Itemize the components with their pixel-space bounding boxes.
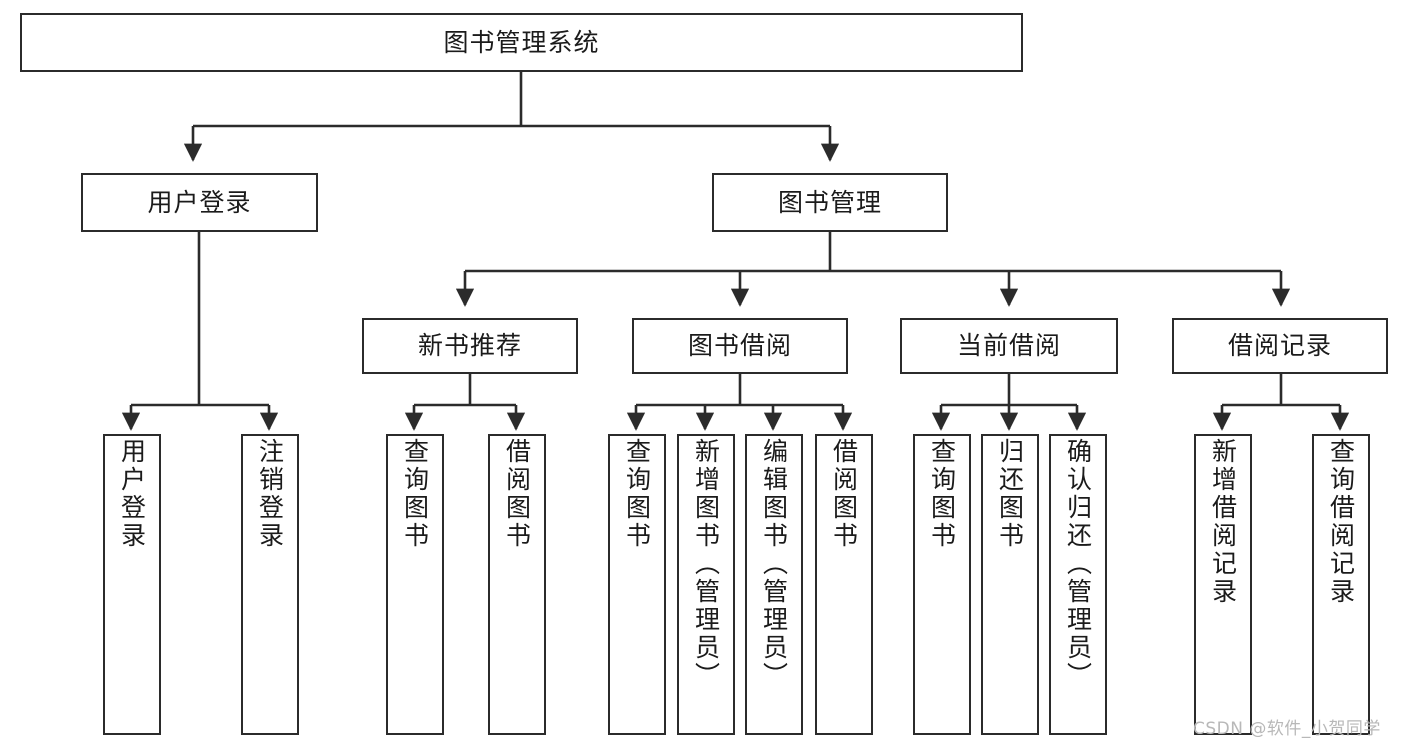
leaf-edit-book[interactable]: 编辑图书（管理员）: [745, 434, 803, 735]
node-current-borrow-label: 当前借阅: [956, 331, 1061, 360]
leaf-logout-login[interactable]: 注销登录: [241, 434, 299, 735]
node-new-book-recommend[interactable]: 新书推荐: [362, 318, 578, 374]
csdn-watermark: CSDN @软件_小贺同学: [1193, 719, 1381, 739]
leaf-query-book-2-label: 查询图书: [622, 438, 652, 550]
leaf-logout-login-label: 注销登录: [255, 438, 285, 550]
leaf-return-book-label: 归还图书: [995, 438, 1025, 550]
leaf-return-book[interactable]: 归还图书: [981, 434, 1039, 735]
leaf-query-book-3[interactable]: 查询图书: [913, 434, 971, 735]
node-borrow-record[interactable]: 借阅记录: [1172, 318, 1388, 374]
node-book-borrow[interactable]: 图书借阅: [632, 318, 848, 374]
leaf-edit-book-label: 编辑图书（管理员）: [759, 438, 789, 690]
leaf-borrow-book-1-label: 借阅图书: [502, 438, 532, 550]
leaf-query-record[interactable]: 查询借阅记录: [1312, 434, 1370, 735]
leaf-confirm-return-label: 确认归还（管理员）: [1063, 438, 1093, 690]
node-book-manage-label: 图书管理: [777, 187, 882, 217]
node-new-book-recommend-label: 新书推荐: [417, 331, 522, 360]
leaf-user-login[interactable]: 用户登录: [103, 434, 161, 735]
leaf-query-book-1[interactable]: 查询图书: [386, 434, 444, 735]
leaf-add-book[interactable]: 新增图书（管理员）: [677, 434, 735, 735]
leaf-user-login-label: 用户登录: [117, 438, 147, 550]
node-user-login[interactable]: 用户登录: [81, 173, 318, 232]
leaf-add-record-label: 新增借阅记录: [1208, 438, 1238, 606]
leaf-add-record[interactable]: 新增借阅记录: [1194, 434, 1252, 735]
leaf-confirm-return[interactable]: 确认归还（管理员）: [1049, 434, 1107, 735]
leaf-borrow-book-1[interactable]: 借阅图书: [488, 434, 546, 735]
leaf-add-book-label: 新增图书（管理员）: [691, 438, 721, 690]
node-root-label: 图书管理系统: [443, 27, 600, 57]
leaf-borrow-book-2[interactable]: 借阅图书: [815, 434, 873, 735]
node-book-borrow-label: 图书借阅: [687, 331, 792, 360]
leaf-query-book-2[interactable]: 查询图书: [608, 434, 666, 735]
node-current-borrow[interactable]: 当前借阅: [900, 318, 1118, 374]
leaf-query-book-3-label: 查询图书: [927, 438, 957, 550]
node-user-login-label: 用户登录: [147, 187, 252, 217]
node-root[interactable]: 图书管理系统: [20, 13, 1023, 72]
leaf-query-record-label: 查询借阅记录: [1326, 438, 1356, 606]
leaf-borrow-book-2-label: 借阅图书: [829, 438, 859, 550]
node-book-manage[interactable]: 图书管理: [712, 173, 948, 232]
node-borrow-record-label: 借阅记录: [1227, 331, 1332, 360]
leaf-query-book-1-label: 查询图书: [400, 438, 430, 550]
